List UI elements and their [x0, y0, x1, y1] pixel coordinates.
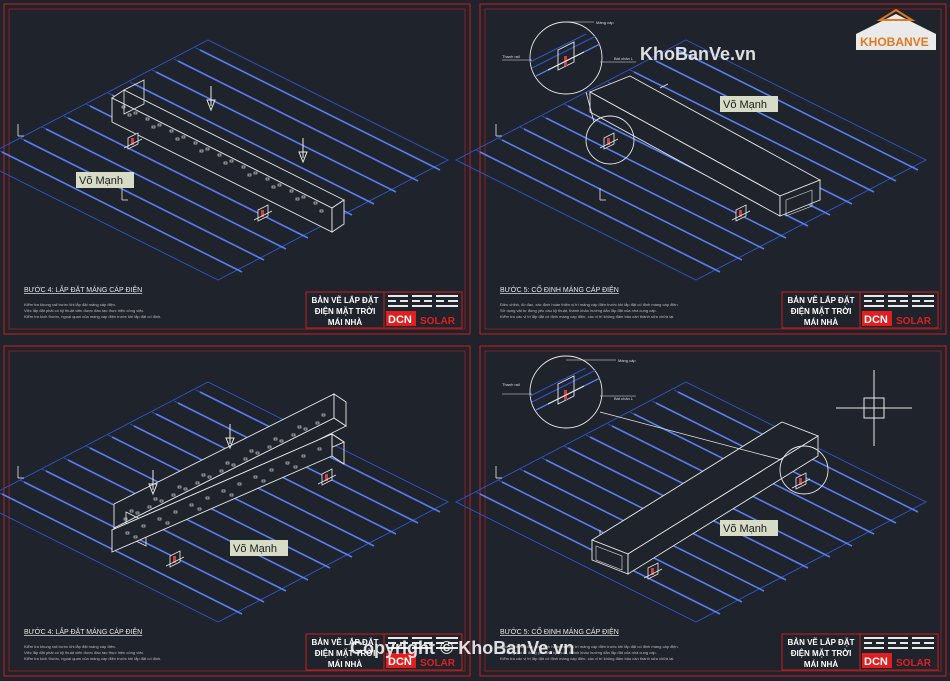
brand-logo: DCN	[388, 656, 412, 668]
title-line: ĐIỆN MẶT TRỜI	[791, 649, 852, 658]
note-line: Sử dụng vật tư đúng yêu cầu kỹ thuật, th…	[500, 650, 657, 655]
title-line: ĐIỆN MẶT TRỜI	[315, 307, 376, 316]
brand-logo: DCN	[388, 314, 412, 326]
brand-solar: SOLAR	[420, 658, 456, 669]
step-title: BƯỚC 4: LẮP ĐẶT MÁNG CÁP ĐIỆN	[24, 285, 142, 294]
label-box	[720, 520, 778, 536]
callout-top: Máng cáp	[618, 358, 636, 363]
brand-solar: SOLAR	[896, 658, 932, 669]
title-line: ĐIỆN MẶT TRỜI	[791, 307, 852, 316]
title-line: MÁI NHÀ	[328, 318, 362, 327]
brand-logo: DCN	[864, 656, 888, 668]
note-line: Kiểm tra kích thước, ngoại quan của máng…	[24, 314, 161, 319]
watermark-copyright: Copyright © KhoBanVe.vn	[350, 638, 574, 658]
title-line: BẢN VẼ LẮP ĐẶT	[788, 296, 855, 305]
panel-3: Võ Mạnh BƯỚC 4: LẮP ĐẶT MÁNG CÁP ĐIỆN Ki…	[0, 381, 463, 671]
note-line: Kiểm tra các vị trí lắp đặt cố định máng…	[500, 314, 674, 319]
callout-top: Máng cáp	[596, 20, 614, 25]
note-line: Kiểm tra kích thước, ngoại quan của máng…	[24, 656, 161, 661]
panel-frame-2	[479, 3, 947, 335]
author-label: Võ Mạnh	[79, 175, 123, 187]
note-line: Kiểm tra các vị trí lắp đặt cố định máng…	[500, 656, 674, 661]
callout-right: Bát chân L	[614, 396, 634, 401]
title-line: MÁI NHÀ	[804, 318, 838, 327]
brand-logo: DCN	[864, 314, 888, 326]
panel-frame-1	[3, 3, 471, 335]
title-line: MÁI NHÀ	[804, 660, 838, 669]
note-line: Điều chỉnh, đo đạc, xác định hoàn thiện …	[500, 302, 679, 307]
brand-solar: SOLAR	[896, 316, 932, 327]
author-label: Võ Mạnh	[723, 99, 767, 111]
title-line: BẢN VẼ LẮP ĐẶT	[312, 296, 379, 305]
title-block: BẢN VẼ LẮP ĐẶT ĐIỆN MẶT TRỜI MÁI NHÀ DCN…	[305, 291, 463, 329]
step-title: BƯỚC 4: LẮP ĐẶT MÁNG CÁP ĐIỆN	[24, 627, 142, 636]
title-block: BẢN VẼ LẮP ĐẶT ĐIỆN MẶT TRỜI MÁI NHÀ DCN…	[781, 291, 939, 329]
callout-left: Thanh rail	[502, 54, 520, 59]
title-line: MÁI NHÀ	[328, 660, 362, 669]
note-line: Việc lắp đặt phải có kỹ thuật viên được …	[24, 308, 144, 313]
watermark-site: KhoBanVe.vn	[640, 44, 756, 64]
title-line: BẢN VẼ LẮP ĐẶT	[312, 638, 379, 647]
watermark-logo-text: KHOBANVE	[860, 35, 929, 49]
title-line: ĐIỆN MẶT TRỜI	[315, 649, 376, 658]
callout-left: Thanh rail	[502, 382, 520, 387]
callout-right: Bát chân L	[614, 56, 634, 61]
author-label: Võ Mạnh	[723, 523, 767, 535]
label-box	[720, 96, 778, 112]
panel-frame-4	[479, 345, 947, 677]
brand-solar: SOLAR	[420, 316, 456, 327]
title-block: BẢN VẼ LẮP ĐẶT ĐIỆN MẶT TRỜI MÁI NHÀ DCN…	[781, 633, 939, 671]
step-title: BƯỚC 5: CỐ ĐỊNH MÁNG CÁP ĐIỆN	[500, 626, 619, 636]
panel-frame-3	[3, 345, 471, 677]
author-label: Võ Mạnh	[233, 543, 277, 555]
title-block: BẢN VẼ LẮP ĐẶT ĐIỆN MẶT TRỜI MÁI NHÀ DCN…	[305, 633, 463, 671]
note-line: Việc lắp đặt phải có kỹ thuật viên được …	[24, 650, 144, 655]
note-line: Điều chỉnh, đo đạc, xác định hoàn thiện …	[500, 644, 679, 649]
note-line: Kiểm tra khung rail trước khi lắp đặt má…	[24, 302, 116, 307]
note-line: Sử dụng vật tư đúng yêu cầu kỹ thuật, th…	[500, 308, 657, 313]
panel-2: Máng cáp Thanh rail Bát chân L Võ Mạnh B…	[455, 20, 939, 329]
note-line: Kiểm tra khung rail trước khi lắp đặt má…	[24, 644, 116, 649]
panel-1: Võ Mạnh BƯỚC 4: LẮP ĐẶT MÁNG CÁP ĐIỆN Ki…	[0, 39, 463, 329]
watermark-logo: KHOBANVE	[856, 8, 936, 50]
ucs-crosshair-icon	[836, 370, 912, 446]
title-line: BẢN VẼ LẮP ĐẶT	[788, 638, 855, 647]
panel-4: Máng cáp Thanh rail Bát chân L Võ Mạnh B…	[455, 355, 939, 671]
step-title: BƯỚC 5: CỐ ĐỊNH MÁNG CÁP ĐIỆN	[500, 284, 619, 294]
label-box	[230, 540, 288, 556]
label-box	[76, 172, 134, 188]
